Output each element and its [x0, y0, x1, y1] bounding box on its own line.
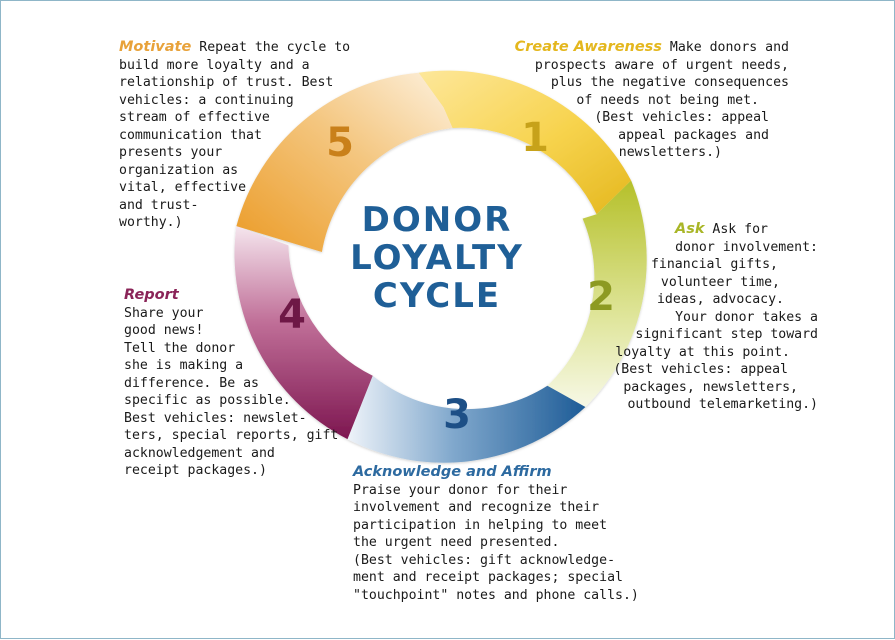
ask-line: outbound telemarketing.): [627, 397, 818, 412]
motivate-line: and trust-: [119, 197, 199, 213]
ask-line: packages, newsletters,: [623, 379, 798, 395]
center-title: DONOR LOYALTY CYCLE: [301, 201, 573, 315]
motivate-first-line: Motivate Repeat the cycle to: [119, 39, 350, 57]
ask-block: Ask Ask for donor involvement: financial…: [613, 221, 818, 414]
report-line: receipt packages.): [124, 463, 267, 478]
motivate-line: build more loyalty and a: [119, 57, 310, 73]
ask-line: financial gifts,: [650, 257, 778, 272]
acknowledge-line: the urgent need presented.: [353, 535, 560, 550]
awareness-line: (Best vehicles: appeal: [594, 110, 769, 125]
report-line: Tell the donor: [124, 340, 236, 356]
ask-line: Your donor takes a: [675, 309, 818, 325]
report-line: specific as possible.: [124, 393, 291, 408]
ask-line: ideas, advocacy.: [656, 292, 784, 307]
ask-line: (Best vehicles: appeal: [613, 362, 788, 377]
motivate-line: vital, effective: [119, 180, 247, 195]
acknowledge-block: Acknowledge and Affirm Praise your donor…: [353, 464, 639, 604]
motivate-line: relationship of trust. Best: [119, 75, 334, 90]
ask-line: loyalty at this point.: [615, 344, 790, 360]
acknowledge-line: involvement and recognize their: [353, 500, 600, 515]
acknowledge-line: (Best vehicles: gift acknowledge-: [353, 552, 616, 568]
ask-line: volunteer time,: [660, 274, 780, 290]
center-title-line-2: LOYALTY: [350, 238, 524, 278]
segment-4-report: [234, 226, 373, 440]
motivate-line: worthy.): [119, 215, 183, 230]
awareness-first-line: Create Awareness Make donors and: [515, 39, 789, 57]
ask-first-text: Ask for: [712, 222, 768, 237]
ask-line: donor involvement:: [675, 239, 818, 255]
step-number-1: 1: [521, 115, 549, 161]
report-line: good news!: [124, 323, 204, 338]
report-line: acknowledgement and: [124, 445, 275, 461]
report-line: she is making a: [124, 358, 244, 373]
motivate-line: presents your: [119, 145, 223, 160]
motivate-first-text: Repeat the cycle to: [199, 40, 351, 55]
awareness-first-text: Make donors and: [669, 40, 789, 55]
ask-first-line: Ask Ask for: [613, 221, 818, 239]
step-number-4: 4: [278, 292, 306, 338]
ask-line: significant step toward: [635, 327, 818, 342]
report-block: Report Share your good news! Tell the do…: [124, 287, 338, 480]
center-title-line-3: CYCLE: [372, 276, 502, 316]
awareness-line: appeal packages and: [618, 127, 769, 143]
acknowledge-title: Acknowledge and Affirm: [353, 464, 552, 480]
acknowledge-line: ment and receipt packages; special: [353, 570, 623, 585]
motivate-line: communication that: [119, 127, 262, 143]
step-number-2: 2: [587, 274, 615, 320]
awareness-line: plus the negative consequences: [550, 75, 789, 90]
segment-1-create-awareness: [418, 70, 632, 215]
step-number-3: 3: [443, 392, 471, 438]
awareness-title: Create Awareness: [514, 39, 662, 55]
awareness-line: newsletters.): [618, 145, 722, 160]
awareness-line: of needs not being met.: [576, 92, 759, 108]
create-awareness-block: Create Awareness Make donors and prospec…: [515, 39, 789, 162]
ask-title: Ask: [674, 221, 705, 237]
report-line: ters, special reports, gift: [124, 428, 339, 443]
step-number-5: 5: [326, 120, 354, 166]
acknowledge-line: participation in helping to meet: [353, 517, 608, 533]
motivate-line: stream of effective: [119, 110, 270, 125]
report-line: Best vehicles: newslet-: [124, 410, 307, 426]
awareness-line: prospects aware of urgent needs,: [534, 57, 789, 73]
segment-3-acknowledge: [347, 375, 586, 463]
report-line: Share your: [124, 305, 204, 321]
motivate-line: vehicles: a continuing: [119, 92, 294, 108]
motivate-title: Motivate: [119, 39, 192, 55]
motivate-block: Motivate Repeat the cycle to build more …: [119, 39, 350, 232]
acknowledge-line: "touchpoint" notes and phone calls.): [353, 587, 639, 603]
report-line: difference. Be as: [124, 375, 259, 391]
center-title-line-1: DONOR: [361, 200, 513, 240]
motivate-line: organization as: [119, 162, 239, 178]
acknowledge-line: Praise your donor for their: [353, 482, 568, 498]
report-title: Report: [124, 287, 179, 303]
segment-5-motivate: [236, 72, 453, 252]
segment-2-ask: [547, 180, 647, 407]
